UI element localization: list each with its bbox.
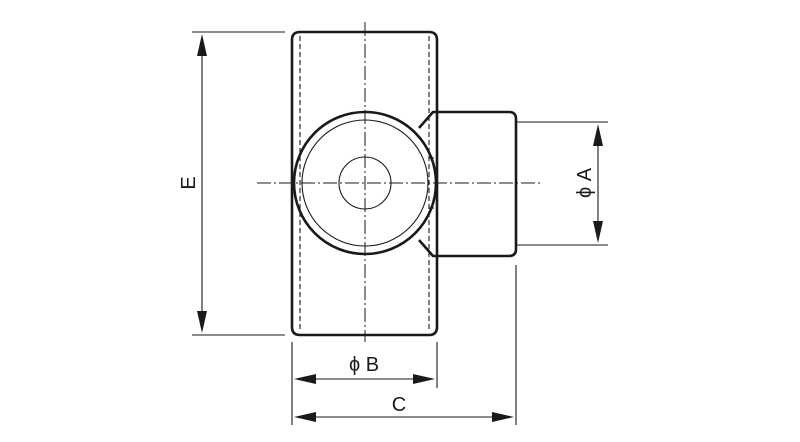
side-branch-outline: [418, 110, 518, 258]
dim-b-arrow-left: [294, 374, 316, 384]
dim-a-arrow-bottom: [593, 221, 603, 243]
dim-e-arrow-bottom: [197, 311, 207, 333]
dim-c-label: C: [392, 394, 406, 416]
dim-b-label: ϕ B: [349, 354, 379, 376]
dim-c-arrow-right: [492, 412, 514, 422]
dim-e-label: E: [178, 176, 200, 189]
dim-a-label: ϕ A: [574, 167, 596, 198]
dim-c-arrow-left: [294, 412, 316, 422]
main-body-outline: [290, 30, 439, 337]
dim-b-arrow-right: [413, 374, 435, 384]
dim-e-arrow-top: [197, 34, 207, 56]
dim-a-arrow-top: [593, 124, 603, 146]
